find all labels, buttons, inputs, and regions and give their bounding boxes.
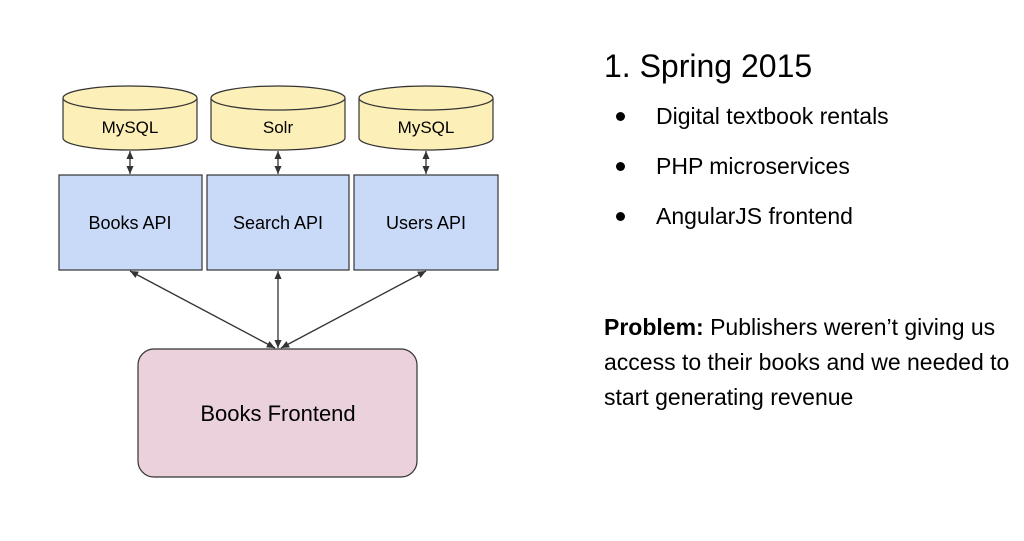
database-cylinder-top bbox=[358, 85, 494, 111]
problem-statement: Problem: Publishers weren’t giving us ac… bbox=[604, 310, 1020, 415]
bullet-text: Digital textbook rentals bbox=[656, 103, 889, 129]
books-frontend: Books Frontend bbox=[137, 348, 418, 478]
bullet-text: PHP microservices bbox=[656, 153, 850, 179]
database-cylinder-shape bbox=[62, 98, 198, 151]
database-cylinder-shape bbox=[358, 98, 494, 151]
frontend-box bbox=[137, 348, 418, 478]
connector-service3-frontend bbox=[280, 270, 427, 349]
service-users-api: Users API bbox=[353, 174, 499, 271]
service-label: Books API bbox=[88, 213, 171, 233]
bullet-text: AngularJS frontend bbox=[656, 203, 853, 229]
service-box bbox=[206, 174, 350, 271]
service-search-api: Search API bbox=[206, 174, 350, 271]
bullet-list: Digital textbook rentals PHP microservic… bbox=[604, 102, 1020, 252]
database-mysql-books: MySQL bbox=[62, 85, 198, 151]
service-books-api: Books API bbox=[58, 174, 203, 271]
database-cylinder-top bbox=[62, 85, 198, 111]
database-label: MySQL bbox=[102, 118, 159, 137]
bullet-dot-icon bbox=[616, 112, 625, 121]
database-label: MySQL bbox=[398, 118, 455, 137]
architecture-diagram: MySQL Solr MySQL Books API Search API Us… bbox=[58, 85, 499, 478]
database-cylinder-shape bbox=[210, 98, 346, 151]
database-cylinder-top bbox=[210, 85, 346, 111]
service-box bbox=[58, 174, 203, 271]
slide-text-panel: 1. Spring 2015 Digital textbook rentals … bbox=[604, 44, 1020, 415]
slide-heading: 1. Spring 2015 bbox=[604, 48, 813, 84]
bullet-dot-icon bbox=[616, 162, 625, 171]
database-mysql-users: MySQL bbox=[358, 85, 494, 151]
database-label: Solr bbox=[263, 118, 294, 137]
service-label: Search API bbox=[233, 213, 323, 233]
problem-text: Publishers weren’t giving us access to t… bbox=[604, 314, 1010, 410]
connector-service1-frontend bbox=[129, 270, 276, 349]
frontend-label: Books Frontend bbox=[200, 401, 355, 426]
problem-label: Problem: bbox=[604, 314, 704, 340]
bullet-item: Digital textbook rentals bbox=[604, 102, 1020, 152]
bullet-dot-icon bbox=[616, 212, 625, 221]
bullet-item: AngularJS frontend bbox=[604, 202, 1020, 252]
service-label: Users API bbox=[386, 213, 466, 233]
database-solr: Solr bbox=[210, 85, 346, 151]
service-box bbox=[353, 174, 499, 271]
bullet-item: PHP microservices bbox=[604, 152, 1020, 202]
